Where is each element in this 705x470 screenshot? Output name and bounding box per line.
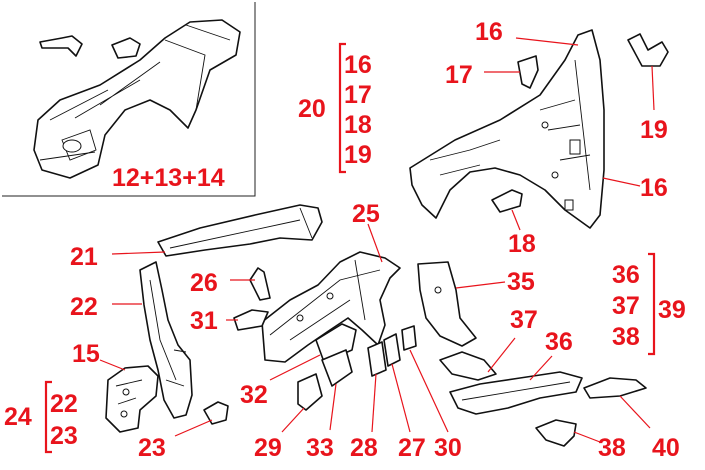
leader-25: [367, 223, 383, 263]
group-20-item-1: 16: [344, 51, 372, 79]
group-39-item-1: 36: [612, 261, 640, 289]
label-15: 15: [72, 340, 100, 368]
label-22: 22: [70, 293, 98, 321]
label-28: 28: [350, 434, 378, 462]
label-21: 21: [70, 243, 98, 271]
leader-19: [651, 65, 655, 111]
part-33-bracket: [321, 349, 353, 387]
part-27-bracket: [383, 333, 401, 367]
part-31-bracket: [233, 309, 269, 331]
leader-35: [455, 281, 506, 289]
label-40: 40: [652, 434, 680, 462]
part-front-frame-assembly: [33, 19, 241, 179]
label-29: 29: [254, 434, 282, 462]
label-31: 31: [190, 307, 218, 335]
group-24-bracket: [44, 380, 52, 454]
leader-16-top: [515, 37, 579, 46]
part-36-sill: [449, 371, 583, 415]
label-32: 32: [240, 381, 268, 409]
label-33: 33: [306, 434, 334, 462]
part-15-panel: [105, 365, 159, 433]
label-26: 26: [190, 269, 218, 297]
group-39-item-3: 38: [612, 323, 640, 351]
label-18: 18: [508, 230, 536, 258]
label-12-13-14: 12+13+14: [112, 164, 225, 192]
part-29-bracket: [297, 373, 323, 411]
part-25-inner-wheelhouse: [261, 251, 401, 363]
label-16-right: 16: [640, 174, 668, 202]
label-19: 19: [640, 116, 668, 144]
label-16-top: 16: [475, 18, 503, 46]
label-17: 17: [445, 61, 473, 89]
part-37-bracket: [439, 351, 497, 381]
group-20-bracket: [338, 42, 346, 174]
leader-21: [111, 251, 166, 255]
leader-40: [619, 395, 651, 429]
part-19-bracket: [627, 33, 669, 67]
part-35-panel: [417, 261, 477, 347]
leader-37: [487, 337, 516, 373]
part-18-bracket: [491, 189, 523, 213]
leader-32: [269, 354, 321, 381]
leader-38-bottom: [573, 431, 601, 443]
label-23: 23: [138, 434, 166, 462]
part-38-bracket: [535, 419, 577, 447]
part-16-wheelhouse-panel: [409, 29, 605, 229]
label-30: 30: [434, 434, 462, 462]
leader-28: [371, 373, 377, 433]
group-20-item-4: 19: [344, 141, 372, 169]
label-38-bottom: 38: [598, 434, 626, 462]
part-30-bracket: [401, 325, 417, 351]
label-36: 36: [545, 328, 573, 356]
leader-27: [391, 363, 411, 433]
part-21-upper-rail: [157, 204, 323, 257]
leader-29: [281, 407, 305, 433]
leader-16-right: [602, 177, 641, 187]
label-20: 20: [298, 95, 326, 123]
label-25: 25: [352, 200, 380, 228]
leader-30: [409, 349, 449, 433]
group-20-item-2: 17: [344, 81, 372, 109]
leader-33: [329, 383, 337, 431]
leader-36: [529, 355, 553, 381]
label-39: 39: [658, 296, 686, 324]
inset-assembly-frame: [2, 2, 256, 197]
group-39-bracket: [648, 252, 656, 356]
leader-18: [511, 209, 521, 231]
part-22-pillar: [139, 261, 193, 419]
part-17-bracket: [517, 55, 539, 89]
group-39-item-2: 37: [612, 292, 640, 320]
group-24-item-1: 22: [50, 390, 78, 418]
leader-23: [174, 419, 213, 437]
label-37: 37: [510, 306, 538, 334]
label-27: 27: [398, 434, 426, 462]
part-28-bracket: [367, 341, 387, 377]
group-24-item-2: 23: [50, 422, 78, 450]
part-23-bracket: [203, 401, 229, 425]
label-35: 35: [507, 268, 535, 296]
leader-15: [99, 359, 126, 371]
part-26-bracket: [249, 267, 271, 301]
part-40-rail: [583, 377, 647, 399]
group-20-item-3: 18: [344, 111, 372, 139]
label-24: 24: [4, 403, 32, 431]
